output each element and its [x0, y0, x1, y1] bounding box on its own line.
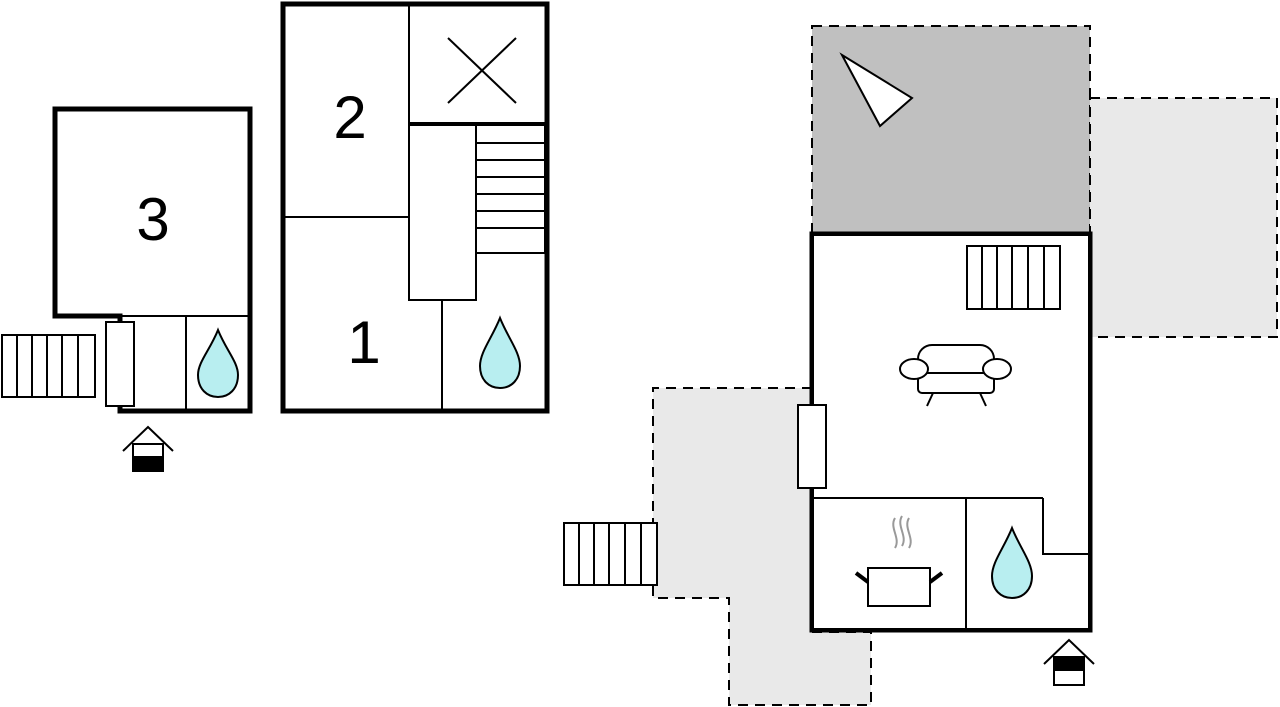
room-1-label: 1	[347, 309, 380, 376]
sofa-icon	[899, 344, 1012, 407]
entrance-icon	[122, 425, 174, 472]
room-3-label: 3	[136, 186, 169, 253]
stairs-icon	[1, 334, 96, 398]
upper-floor: 2 1	[280, 1, 550, 414]
stairwell	[408, 124, 477, 301]
closet-icon	[966, 245, 1061, 310]
entrance-icon	[1043, 638, 1095, 686]
door-panel	[105, 321, 135, 407]
covered-terrace	[811, 25, 1091, 235]
bathroom-drop-icon	[478, 315, 522, 390]
stairs-icon	[475, 124, 546, 254]
bathroom-drop-icon	[196, 327, 240, 399]
void-cross-icon	[447, 37, 517, 104]
room-2-label: 2	[333, 84, 366, 151]
attic-floor: 3	[1, 106, 253, 472]
ground-floor	[563, 25, 1278, 706]
stairs-icon	[563, 522, 658, 586]
door-panel	[797, 404, 827, 489]
tv-icon	[839, 52, 914, 128]
bathroom-drop-icon	[990, 525, 1034, 600]
kitchen-pot-icon	[854, 515, 944, 607]
terrace-right	[1089, 97, 1278, 338]
